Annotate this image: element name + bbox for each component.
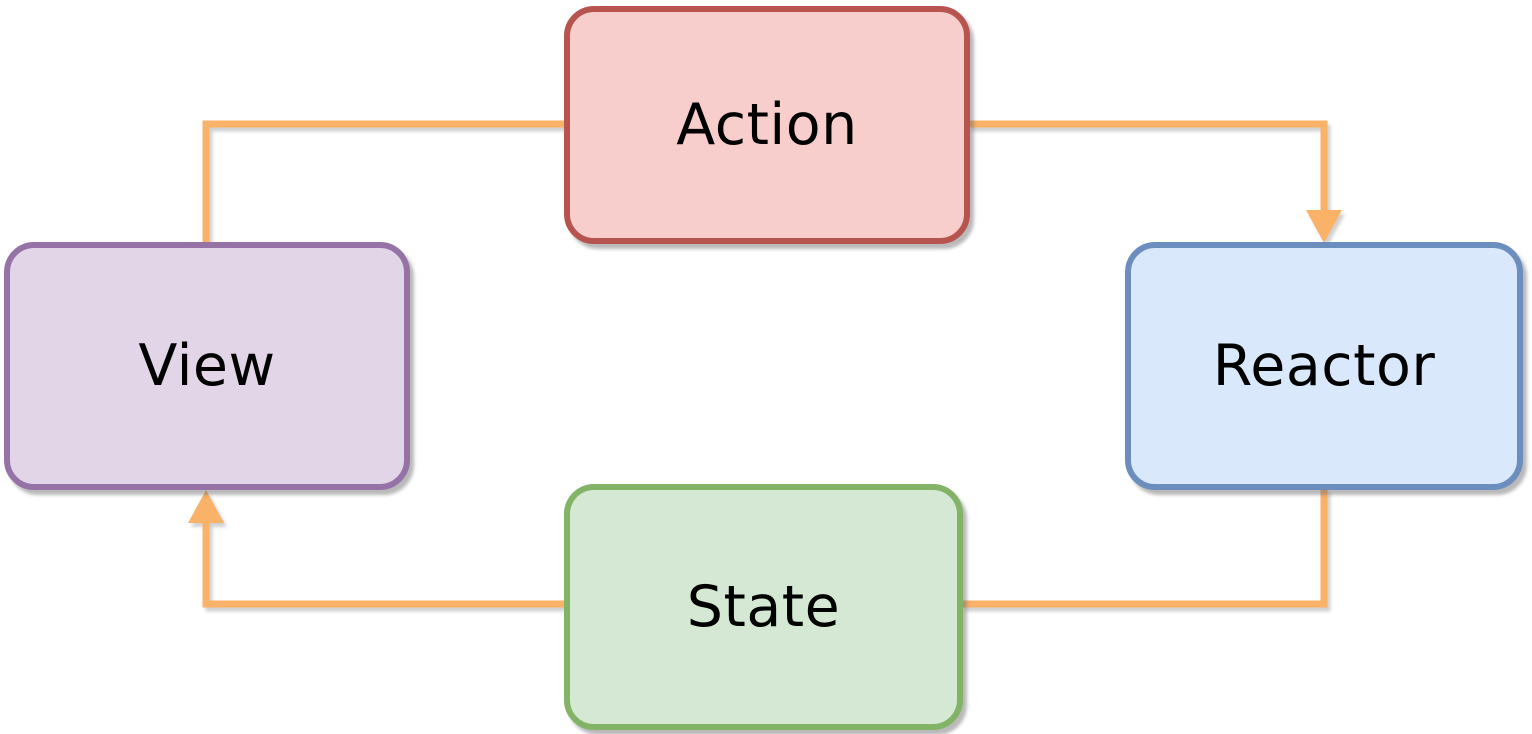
node-action-label: Action [676, 92, 858, 158]
node-view: View [4, 242, 410, 490]
node-state-label: State [686, 574, 841, 640]
node-reactor-label: Reactor [1212, 333, 1436, 399]
node-reactor: Reactor [1125, 242, 1523, 490]
edge-state-to-view [202, 521, 566, 608]
edge-reactor-to-state [962, 488, 1328, 608]
node-view-label: View [138, 333, 276, 399]
node-state: State [564, 484, 963, 730]
arrowhead-into-reactor [1306, 210, 1342, 243]
node-action: Action [564, 6, 970, 244]
arrowhead-into-view [188, 490, 224, 523]
edge-action-to-reactor [968, 120, 1328, 212]
edge-view-to-action [202, 120, 566, 243]
